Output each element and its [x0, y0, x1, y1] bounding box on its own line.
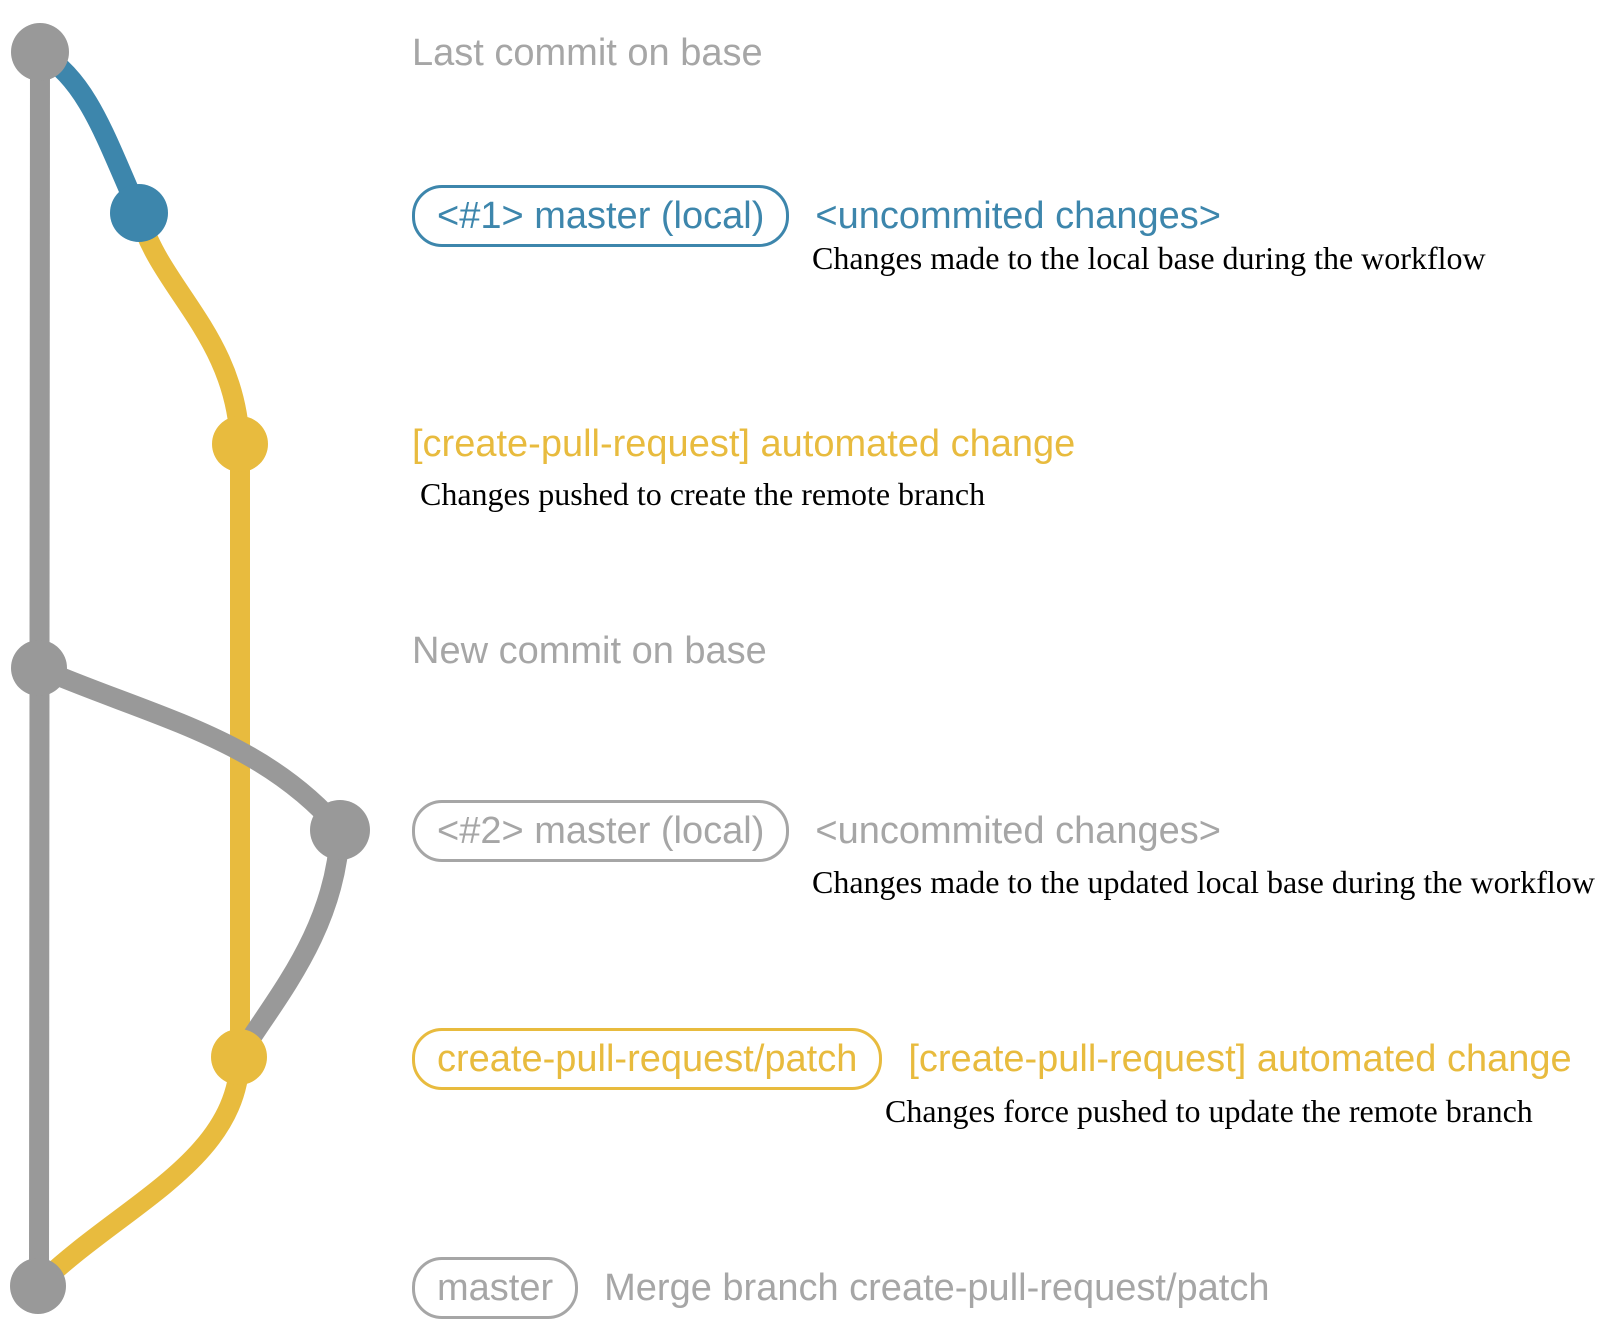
commit-message-automated-2: [create-pull-request] automated change [908, 1038, 1572, 1080]
caption-automated-1: Changes pushed to create the remote bran… [420, 476, 986, 512]
commit-node-uncommited-1 [110, 184, 168, 242]
branch-badge-master: master [412, 1257, 579, 1319]
branch-badge-create-pull-request-patch: create-pull-request/patch [412, 1028, 883, 1090]
row-create-pull-request-patch: create-pull-request/patch [create-pull-r… [412, 1028, 1572, 1090]
commit-message-uncommited-2: <uncommited changes> [815, 810, 1221, 852]
commit-node-uncommited-2 [310, 800, 370, 860]
edge-create-pull-request-patch [28, 203, 250, 1296]
caption-uncommited-1: Changes made to the local base during th… [812, 240, 1486, 276]
commit-message-uncommited-1: <uncommited changes> [815, 195, 1221, 237]
row-master-local-1: <#1> master (local) <uncommited changes> [412, 185, 1221, 247]
commit-node-merge [10, 1258, 66, 1314]
label-last-commit-on-base: Last commit on base [412, 32, 763, 74]
row-master-local-2: <#2> master (local) <uncommited changes> [412, 800, 1221, 862]
branch-badge-master-local-1: <#1> master (local) [412, 185, 790, 247]
caption-automated-2: Changes force pushed to update the remot… [885, 1093, 1533, 1129]
label-new-commit-on-base: New commit on base [412, 630, 767, 672]
commit-node-new-base [11, 640, 67, 696]
commit-node-automated-2 [211, 1029, 267, 1085]
commit-message-merge: Merge branch create-pull-request/patch [604, 1267, 1270, 1309]
commit-node-last-base [11, 23, 69, 81]
edge-local-master-2 [29, 658, 351, 1067]
commit-node-automated-1 [212, 416, 268, 472]
row-merge: master Merge branch create-pull-request/… [412, 1257, 1270, 1319]
caption-uncommited-2: Changes made to the updated local base d… [812, 864, 1595, 900]
branch-badge-master-local-2: <#2> master (local) [412, 800, 790, 862]
commit-message-automated-1: [create-pull-request] automated change [412, 423, 1076, 465]
